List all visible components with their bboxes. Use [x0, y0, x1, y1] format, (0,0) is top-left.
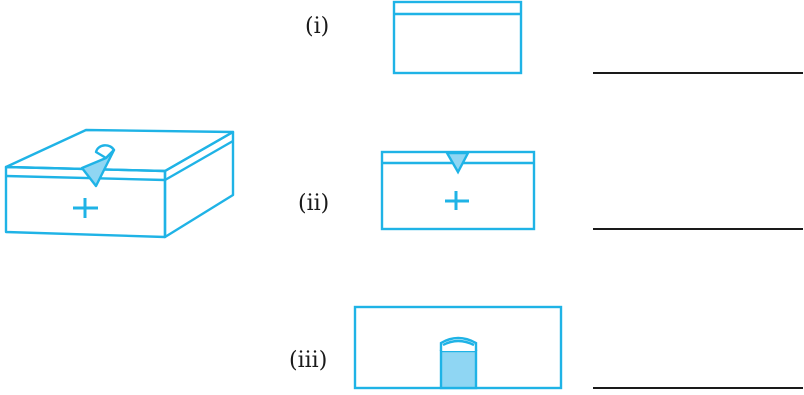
view-iii-shape	[353, 305, 563, 390]
lid-edge-side	[164, 139, 234, 182]
view-i-shape	[392, 0, 523, 75]
lid-edge-front	[5, 174, 166, 182]
answer-line-ii	[593, 228, 803, 230]
plus-icon	[445, 191, 469, 210]
latch-icon	[439, 336, 478, 390]
view-label-ii: (ii)	[298, 191, 330, 216]
latch-icon	[80, 144, 116, 188]
view-label-i: (i)	[305, 14, 330, 39]
plus-icon	[73, 198, 98, 218]
box-side-face	[163, 130, 235, 239]
answer-line-iii	[593, 387, 803, 389]
first-aid-box-3d	[4, 128, 235, 239]
answer-line-i	[593, 72, 803, 74]
latch-icon	[444, 151, 470, 175]
view-label-iii: (iii)	[289, 348, 328, 373]
view-ii-shape	[380, 150, 536, 231]
